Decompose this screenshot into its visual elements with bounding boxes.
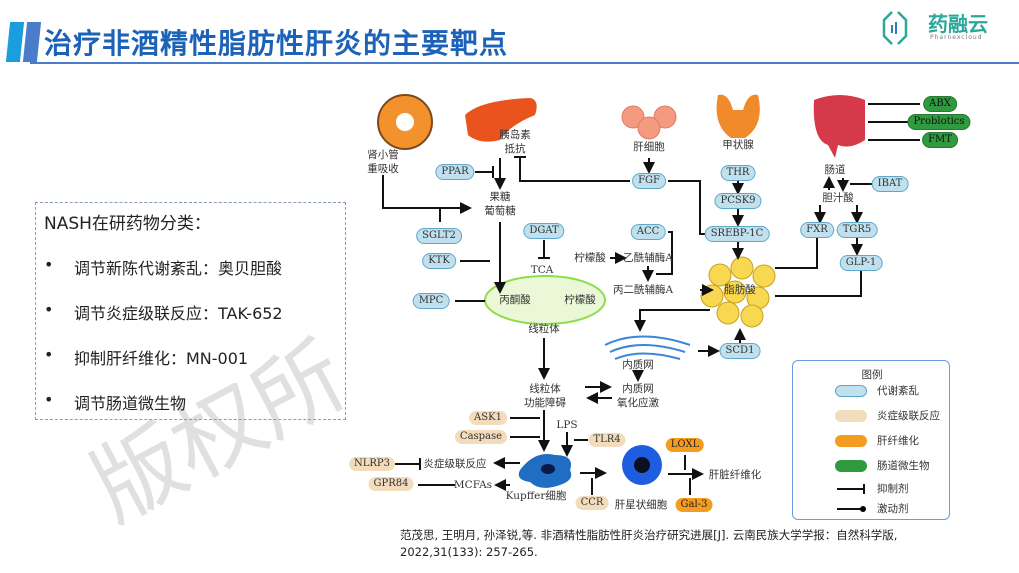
legend-item: 激动剂 xyxy=(835,501,909,516)
diagram-label: 丙酮酸 xyxy=(499,294,531,306)
target-node: PPAR xyxy=(435,164,475,180)
hepatocyte-icon xyxy=(621,105,677,140)
agonist-icon xyxy=(837,505,866,512)
divider xyxy=(30,62,1019,64)
box-heading: NASH在研药物分类： xyxy=(44,214,211,234)
fat-droplets-icon xyxy=(700,256,776,328)
logo-icon xyxy=(882,11,908,45)
target-node: FXR xyxy=(800,222,834,238)
legend-title: 图例 xyxy=(861,369,883,381)
diagram-label: 胆汁酸 xyxy=(822,192,854,204)
logo-subtext: Pharnexcloud xyxy=(930,34,983,41)
diagram-label: 果糖 葡萄糖 xyxy=(484,191,516,217)
kidney-tubule-icon xyxy=(377,94,433,150)
target-node: ASK1 xyxy=(469,411,507,425)
legend-item: 抑制剂 xyxy=(835,481,909,496)
diagram-label: 柠檬酸 xyxy=(574,252,606,264)
drug-classification-box: NASH在研药物分类： •调节新陈代谢紊乱：奥贝胆酸 •调节炎症级联反应：TAK… xyxy=(35,202,346,420)
diagram-label: 肝星状细胞 xyxy=(614,499,668,511)
diagram-label: Kupffer细胞 xyxy=(505,490,567,502)
diagram-label: 乙酰辅酶A xyxy=(623,252,673,264)
legend-item: 代谢紊乱 xyxy=(835,383,919,398)
diagram-label: 肠道 xyxy=(824,164,846,176)
diagram-label: 胰岛素 抵抗 xyxy=(499,129,531,155)
diagram-label: MCFAs xyxy=(453,479,493,491)
target-node: LOXL xyxy=(665,438,705,452)
diagram-label: 肝脏纤维化 xyxy=(708,469,762,481)
page-title: 治疗非酒精性脂肪性肝炎的主要靶点 xyxy=(44,27,509,60)
inhibitor-icon xyxy=(837,483,865,494)
target-node: FMT xyxy=(922,132,958,148)
target-node: MPC xyxy=(412,293,450,309)
target-node: CCR xyxy=(575,496,609,510)
diagram-label: 肝细胞 xyxy=(633,141,665,153)
citation: 范茂思, 王明月, 孙泽锐,等. 非酒精性脂肪性肝炎治疗研究进展[J]. 云南民… xyxy=(400,528,898,559)
diagram-label: 柠檬酸 xyxy=(564,294,596,306)
diagram-label: 甲状腺 xyxy=(722,139,754,151)
diagram-label: LPS xyxy=(556,419,578,431)
legend-item: 肝纤维化 xyxy=(835,433,919,448)
list-item: •调节炎症级联反应：TAK-652 xyxy=(44,300,283,323)
logo-text: 药融云 xyxy=(928,12,988,36)
pancreas-icon xyxy=(465,98,537,142)
diagram-label: 脂肪酸 xyxy=(724,284,756,296)
target-node: SREBP-1C xyxy=(704,226,770,242)
legend-item: 炎症级联反应 xyxy=(835,408,940,423)
intestine-icon xyxy=(813,95,865,158)
diagram-label: 炎症级联反应 xyxy=(423,458,487,470)
diagram-label: 丙二酰辅酶A xyxy=(612,284,674,296)
target-node: ACC xyxy=(630,224,666,240)
target-node: Caspase xyxy=(454,430,508,444)
list-item: •调节新陈代谢紊乱：奥贝胆酸 xyxy=(44,255,283,278)
list-item: •抑制肝纤维化：MN-001 xyxy=(44,345,249,368)
legend: 图例 代谢紊乱 炎症级联反应 肝纤维化 肠道微生物 抑制剂 激动剂 xyxy=(792,360,950,520)
target-node: Gal-3 xyxy=(675,498,713,512)
diagram-label: TCA xyxy=(530,264,554,276)
diagram-label: 线粒体 xyxy=(528,323,560,335)
diagram-label: 线粒体 功能障碍 xyxy=(524,383,566,409)
list-item: •调节肠道微生物 xyxy=(44,390,187,413)
target-node: NLRP3 xyxy=(348,457,396,471)
target-node: GLP-1 xyxy=(839,255,883,271)
diagram-label: 内质网 xyxy=(622,359,654,371)
target-node: THR xyxy=(720,165,756,181)
target-node: SCD1 xyxy=(719,343,761,359)
target-node: SGLT2 xyxy=(416,228,462,244)
target-node: GPR84 xyxy=(368,477,414,491)
diagram-label: 肾小管 重吸收 xyxy=(367,149,399,175)
target-node: Problotics xyxy=(907,114,971,130)
target-node: IBAT xyxy=(871,176,909,192)
diagram-label: 内质网 氧化应激 xyxy=(617,383,659,409)
legend-item: 肠道微生物 xyxy=(835,458,930,473)
thyroid-icon xyxy=(716,94,760,138)
target-node: DGAT xyxy=(523,223,565,239)
target-node: KTK xyxy=(422,253,456,269)
target-node: TLR4 xyxy=(588,433,626,447)
target-node: PCSK9 xyxy=(714,193,762,209)
target-node: FGF xyxy=(632,173,666,189)
target-node: TGR5 xyxy=(836,222,878,238)
endoplasmic-reticulum-icon xyxy=(604,335,691,360)
target-node: ABX xyxy=(923,96,957,112)
